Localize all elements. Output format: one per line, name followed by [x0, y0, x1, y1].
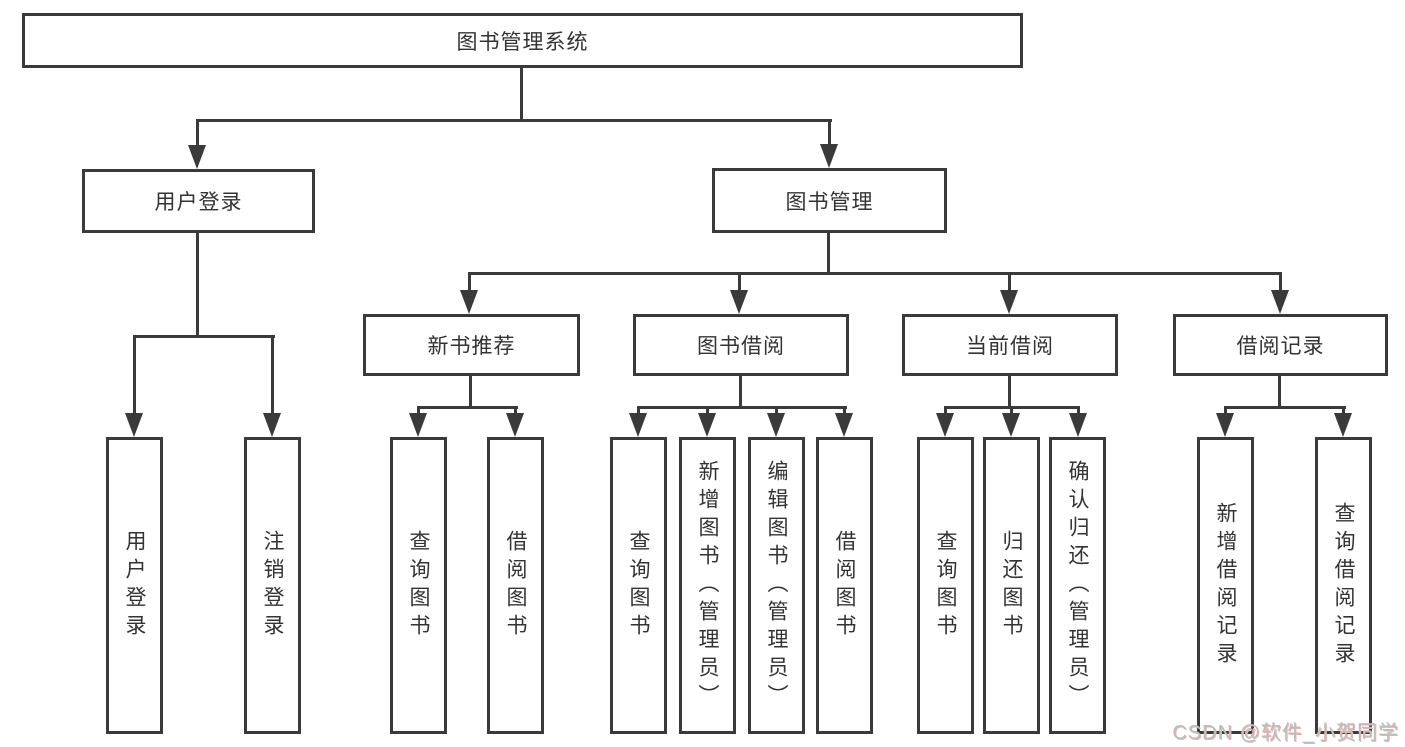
connector-line	[271, 335, 274, 415]
connector-line	[775, 406, 778, 416]
connector-line	[1008, 376, 1011, 409]
leaf-borrow-books-recommend: 借阅图书	[487, 437, 544, 734]
leaf-label: 归还图书	[1000, 529, 1023, 642]
node-current-borrowing: 当前借阅	[902, 314, 1118, 376]
node-user-login: 用户登录	[82, 169, 315, 233]
connector-line	[1279, 272, 1282, 292]
connector-line	[1224, 406, 1346, 409]
leaf-user-login: 用户登录	[106, 437, 163, 734]
leaf-query-books-recommend: 查询图书	[390, 437, 447, 734]
connector-line	[520, 68, 523, 122]
node-label: 新书推荐	[427, 335, 516, 358]
arrowhead-icon	[125, 413, 143, 437]
leaf-query-books-borrowing: 查询图书	[610, 437, 667, 734]
leaf-label: 确认归还（管理员）	[1066, 459, 1089, 712]
leaf-query-books-current: 查询图书	[917, 437, 974, 734]
leaf-label: 借阅图书	[504, 529, 527, 642]
arrowhead-icon	[1271, 290, 1289, 314]
node-label: 当前借阅	[966, 335, 1054, 358]
arrowhead-icon	[936, 413, 954, 437]
connector-line	[827, 233, 830, 275]
node-label: 借阅记录	[1236, 335, 1325, 358]
arrowhead-icon	[1216, 413, 1234, 437]
leaf-label: 编辑图书（管理员）	[765, 459, 788, 712]
leaf-return-book: 归还图书	[983, 437, 1040, 734]
arrowhead-icon	[409, 413, 427, 437]
connector-line	[738, 272, 741, 292]
watermark: CSDN @软件_小贺同学	[1172, 722, 1399, 744]
leaf-add-borrow-record: 新增借阅记录	[1197, 437, 1254, 734]
leaf-label: 查询图书	[407, 529, 430, 642]
connector-line	[468, 272, 1282, 275]
connector-line	[1010, 406, 1013, 416]
connector-line	[514, 406, 517, 416]
arrowhead-icon	[506, 413, 524, 437]
connector-line	[739, 376, 742, 409]
leaf-query-borrow-record: 查询借阅记录	[1315, 437, 1372, 734]
connector-line	[843, 406, 846, 416]
leaf-confirm-return-admin: 确认归还（管理员）	[1049, 437, 1106, 734]
node-library-system: 图书管理系统	[22, 13, 1023, 68]
connector-line	[417, 406, 420, 416]
leaf-borrow-books-borrowing: 借阅图书	[816, 437, 873, 734]
node-label: 图书管理	[785, 190, 874, 214]
arrowhead-icon	[730, 290, 748, 314]
arrowhead-icon	[1000, 290, 1018, 314]
connector-line	[196, 119, 199, 147]
leaf-label: 查询图书	[934, 529, 957, 642]
connector-line	[944, 406, 947, 416]
leaf-label: 注销登录	[261, 529, 284, 642]
connector-line	[133, 335, 136, 415]
node-label: 图书管理系统	[456, 30, 589, 54]
connector-line	[469, 376, 472, 409]
leaf-label: 查询借阅记录	[1332, 501, 1355, 670]
arrowhead-icon	[263, 413, 281, 437]
connector-line	[468, 272, 471, 292]
leaf-label: 用户登录	[123, 529, 146, 642]
connector-line	[828, 119, 831, 146]
leaf-label: 新增借阅记录	[1214, 501, 1237, 670]
arrowhead-icon	[835, 413, 853, 437]
arrowhead-icon	[460, 290, 478, 314]
arrowhead-icon	[629, 413, 647, 437]
node-book-management: 图书管理	[712, 168, 947, 233]
node-borrowing-records: 借阅记录	[1173, 314, 1388, 376]
leaf-label: 查询图书	[627, 529, 650, 642]
node-new-book-recommendation: 新书推荐	[363, 314, 580, 376]
arrowhead-icon	[1334, 413, 1352, 437]
arrowhead-icon	[698, 413, 716, 437]
arrowhead-icon	[1069, 413, 1087, 437]
connector-line	[706, 406, 709, 416]
connector-line	[1077, 406, 1080, 416]
node-label: 图书借阅	[697, 335, 785, 358]
node-label: 用户登录	[154, 191, 243, 214]
leaf-label: 借阅图书	[833, 529, 856, 642]
connector-line	[637, 406, 847, 409]
connector-line	[196, 233, 199, 338]
leaf-label: 新增图书（管理员）	[696, 459, 719, 712]
connector-line	[1008, 272, 1011, 292]
arrowhead-icon	[767, 413, 785, 437]
leaf-logout: 注销登录	[244, 437, 301, 734]
connector-line	[196, 119, 832, 122]
connector-line	[1278, 376, 1281, 409]
connector-line	[417, 406, 518, 409]
arrowhead-icon	[188, 145, 206, 169]
arrowhead-icon	[1002, 413, 1020, 437]
connector-line	[1342, 406, 1345, 416]
connector-line	[133, 335, 275, 338]
arrowhead-icon	[820, 144, 838, 168]
connector-line	[637, 406, 640, 416]
leaf-add-book-admin: 新增图书（管理员）	[679, 437, 736, 734]
node-book-borrowing: 图书借阅	[633, 314, 849, 376]
leaf-edit-book-admin: 编辑图书（管理员）	[748, 437, 805, 734]
connector-line	[1224, 406, 1227, 416]
